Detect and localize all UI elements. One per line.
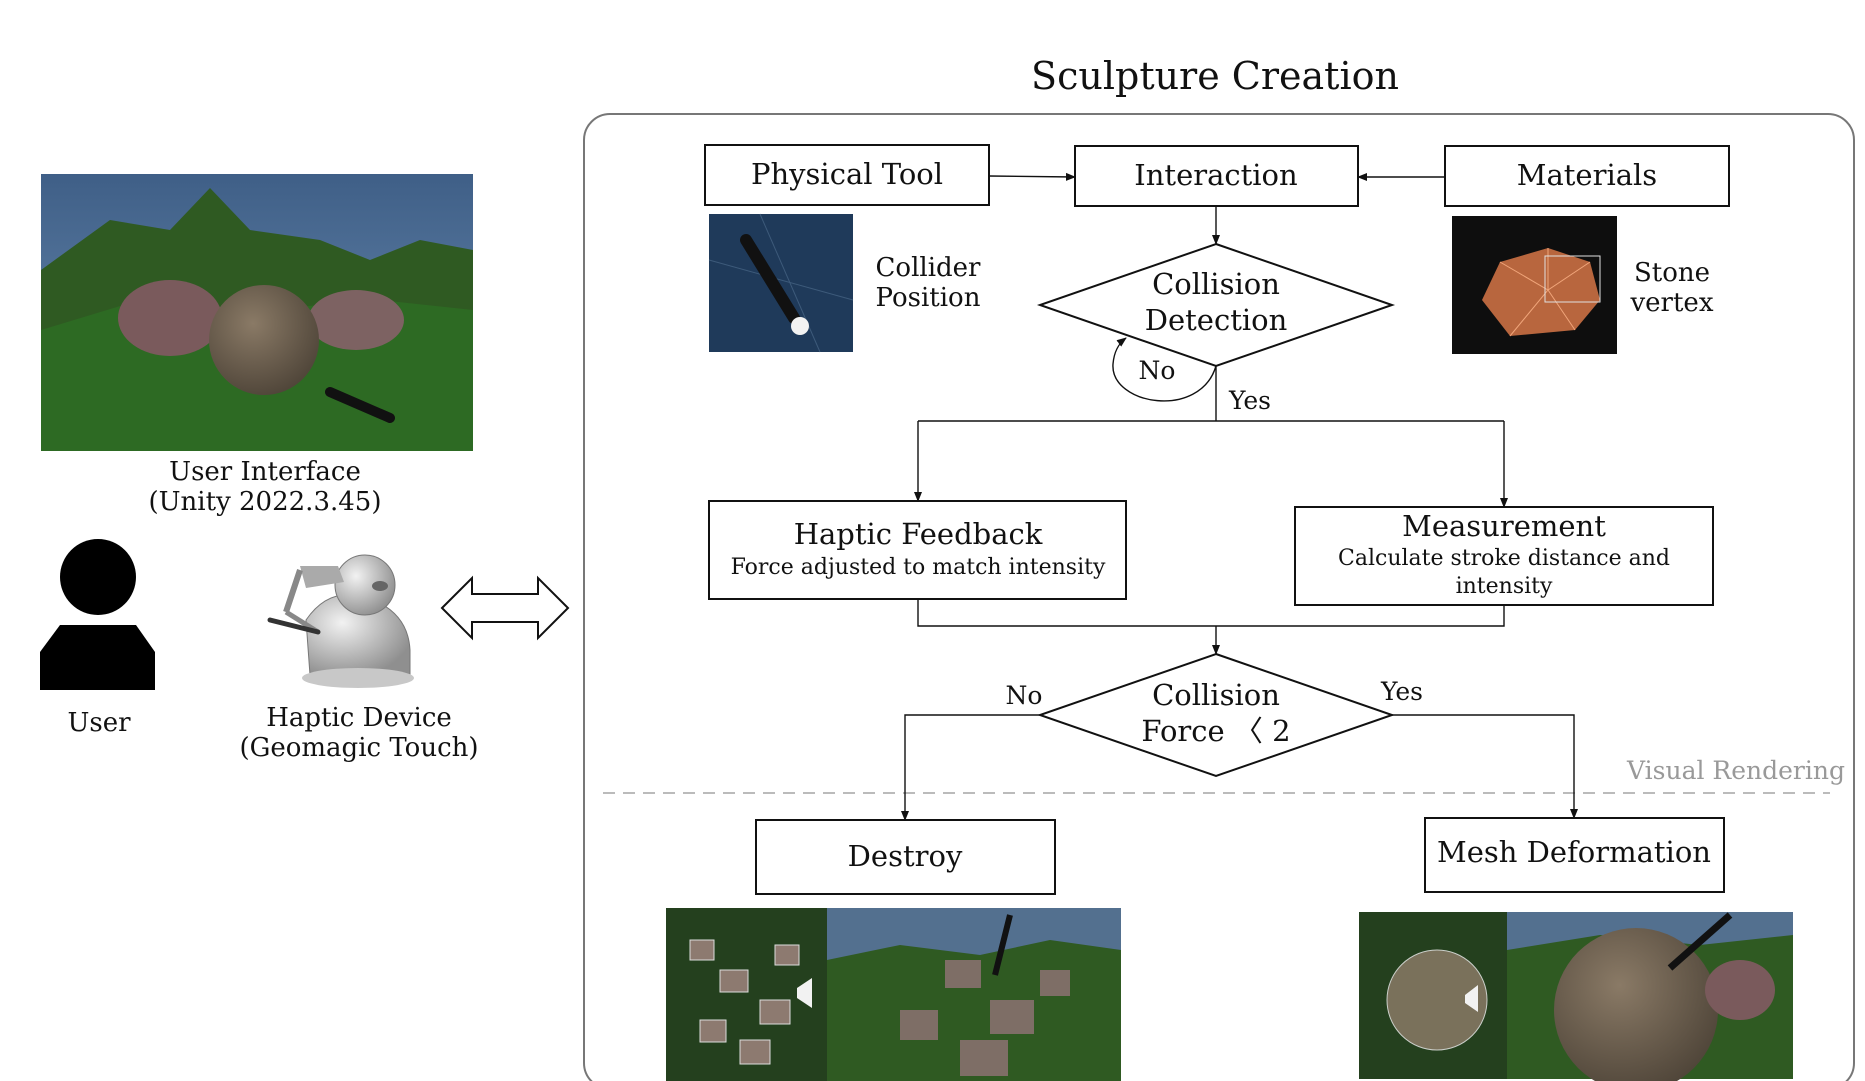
device-label-line1: Haptic Device — [266, 703, 452, 733]
destroy-screenshots — [666, 908, 1121, 1081]
destroy-label: Destroy — [848, 839, 963, 873]
collision-detection-line2: Detection — [1145, 303, 1288, 337]
collider-text-line2: Position — [876, 283, 981, 313]
diagram-title: Sculpture Creation — [1031, 54, 1399, 98]
measurement-subtitle-line1: Calculate stroke distance and — [1338, 546, 1670, 571]
force-yes-label: Yes — [1380, 677, 1423, 706]
edge-merge — [917, 599, 1505, 627]
bidirectional-arrow-icon — [440, 575, 570, 641]
ui-caption-line1: User Interface — [169, 457, 361, 487]
detection-yes-label: Yes — [1228, 386, 1271, 415]
materials-label: Materials — [1517, 158, 1657, 192]
collider-text-line1: Collider — [876, 253, 982, 283]
collision-force-diamond — [1036, 652, 1396, 778]
haptic-feedback-subtitle: Force adjusted to match intensity — [731, 555, 1106, 580]
haptic-device-icon — [267, 554, 414, 688]
detection-no-label: No — [1139, 356, 1176, 385]
interaction-label: Interaction — [1134, 158, 1297, 192]
haptic-feedback-title: Haptic Feedback — [794, 517, 1043, 551]
ui-caption-line2: (Unity 2022.3.45) — [149, 487, 382, 517]
collision-force-line2: Force 〈 2 — [1141, 714, 1290, 748]
destroy-box — [755, 819, 1056, 895]
materials-box — [1444, 145, 1730, 207]
edge-tool-to-interaction — [988, 172, 1076, 181]
mesh-deformation-screenshots — [1359, 912, 1793, 1081]
edge-detection-no-loop — [1112, 337, 1217, 402]
measurement-box — [1294, 506, 1714, 606]
visual-rendering-label: Visual Rendering — [1626, 756, 1845, 785]
stone-vertex-screenshot — [1452, 216, 1617, 354]
measurement-title: Measurement — [1402, 509, 1606, 543]
device-label-line2: (Geomagic Touch) — [239, 733, 478, 763]
mesh-deformation-label: Mesh Deformation — [1437, 835, 1711, 869]
collision-force-line1: Collision — [1152, 678, 1280, 712]
edge-force-yes-to-mesh — [1392, 714, 1578, 819]
mesh-deformation-box — [1424, 817, 1725, 893]
physical-tool-screenshot — [708, 213, 854, 353]
physical-tool-box — [704, 144, 990, 206]
haptic-feedback-box — [708, 500, 1127, 600]
measurement-subtitle-line2: intensity — [1456, 574, 1553, 599]
physical-tool-label: Physical Tool — [751, 157, 943, 191]
sculpture-creation-frame — [583, 113, 1855, 1081]
stone-text-line1: Stone — [1634, 258, 1710, 288]
user-icon — [40, 539, 155, 690]
user-label: User — [67, 708, 131, 738]
edge-force-no-to-destroy — [901, 714, 1040, 821]
stone-text-line2: vertex — [1629, 288, 1713, 318]
collision-detection-line1: Collision — [1152, 267, 1280, 301]
force-no-label: No — [1006, 681, 1043, 710]
unity-screenshot — [41, 174, 473, 451]
